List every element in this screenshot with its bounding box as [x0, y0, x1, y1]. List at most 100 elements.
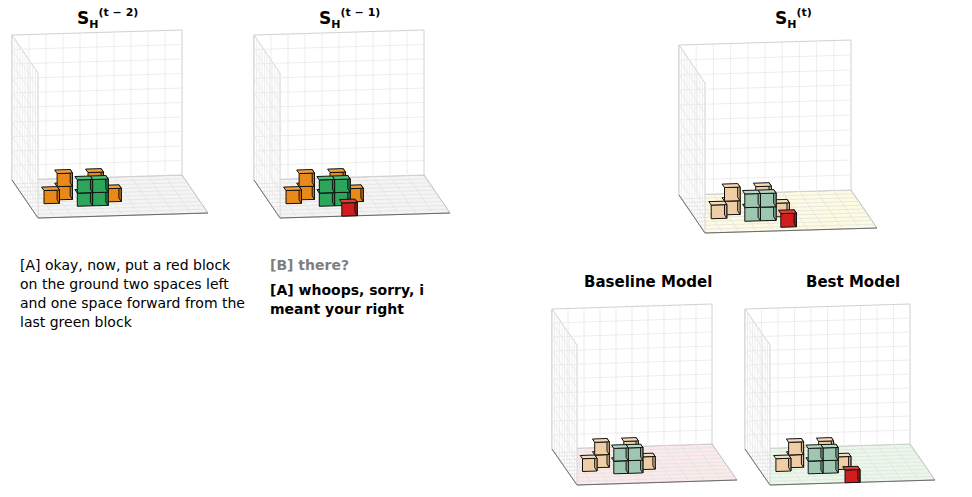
block-face [743, 190, 761, 194]
grid-line [680, 305, 681, 445]
grid-line [390, 31, 391, 176]
block-face [86, 169, 104, 173]
grid-line [681, 49, 682, 199]
state-title: SH(t − 1) [319, 6, 380, 31]
grid-line [689, 60, 690, 210]
grid-line [745, 360, 910, 365]
floor-pane [745, 444, 935, 485]
grid-line [552, 346, 712, 351]
grid-line [12, 93, 38, 131]
grid-line [12, 88, 182, 93]
grid-line [373, 32, 374, 177]
grid-line [254, 45, 424, 50]
grid-line [12, 59, 182, 64]
dialogue-text: [B] there? [270, 256, 470, 275]
axis-line [679, 195, 705, 233]
grid-line [552, 337, 577, 373]
floor-pane [552, 444, 737, 485]
state-superscript: (t) [796, 6, 811, 19]
grid-line [254, 88, 424, 93]
grid-line [877, 305, 878, 445]
floor-pane [679, 190, 877, 233]
grid-line [254, 93, 280, 131]
grid-line [679, 70, 851, 75]
grid-line [552, 374, 712, 379]
grid-line [254, 103, 424, 108]
block-face [626, 444, 643, 448]
grid-line [356, 32, 357, 177]
grid-line [752, 320, 753, 460]
block-face [612, 445, 629, 449]
grid-line [22, 50, 23, 195]
block-face [317, 176, 335, 180]
grid-line [664, 446, 689, 482]
grid-panel [254, 30, 450, 218]
block-face [90, 176, 108, 180]
grid-line [557, 316, 558, 456]
grid-line [679, 60, 705, 98]
grid-line [782, 42, 783, 192]
grid-line [390, 176, 416, 214]
block-face [340, 199, 358, 203]
model-caption: Baseline Model [584, 273, 712, 291]
block-face [622, 438, 639, 442]
state-title: SH(t) [775, 6, 812, 31]
floor-pane [12, 175, 208, 218]
grid-line [552, 323, 577, 359]
grid-line [861, 446, 886, 482]
block-face [843, 466, 860, 470]
grid-line [679, 105, 705, 143]
grid-line [12, 79, 38, 117]
axis-line [280, 213, 450, 218]
grid-line [679, 100, 851, 105]
block-face [786, 439, 803, 443]
grid-line [745, 365, 770, 401]
block-face [328, 169, 346, 173]
grid-line [12, 74, 182, 79]
axis-line [38, 213, 208, 218]
grid-line [131, 177, 157, 215]
dialogue-text: [A] whoops, sorry, i meant your right [270, 281, 460, 319]
grid-line [680, 445, 705, 481]
grid-line [877, 445, 902, 481]
block-face [580, 455, 597, 459]
floor-pane [254, 175, 450, 218]
grid-line [747, 313, 748, 453]
grid-line [261, 46, 262, 191]
grid-line [148, 176, 174, 214]
grid-line [816, 41, 817, 191]
grid-line [407, 176, 433, 214]
grid-line [799, 42, 800, 192]
grid-line [686, 56, 687, 206]
grid-line [745, 351, 770, 387]
grid-line [114, 32, 115, 177]
left-wall [12, 35, 38, 218]
grid-line [679, 115, 851, 120]
axis-line [552, 449, 577, 485]
grid-line [679, 55, 851, 60]
grid-line [554, 313, 555, 453]
grid-line [254, 108, 280, 146]
grid-line [664, 306, 665, 446]
grid-line [12, 64, 38, 102]
block-face [284, 187, 302, 191]
state-superscript: (t − 1) [340, 6, 380, 19]
model-caption: Best Model [806, 273, 900, 291]
block-face [332, 176, 350, 180]
grid-panel [12, 30, 208, 218]
axis-line [745, 449, 770, 485]
state-symbol: S [775, 8, 787, 28]
state-superscript: (t − 2) [98, 6, 138, 19]
block-face [806, 445, 823, 449]
axis-line [12, 180, 38, 218]
block-face [821, 444, 838, 448]
grid-line [552, 379, 577, 415]
block-face [779, 210, 797, 214]
grid-line [165, 176, 191, 214]
block-face [709, 201, 727, 205]
axis-line [577, 480, 737, 485]
grid-line [148, 31, 149, 176]
block-face [75, 176, 93, 180]
block-face [42, 187, 60, 191]
